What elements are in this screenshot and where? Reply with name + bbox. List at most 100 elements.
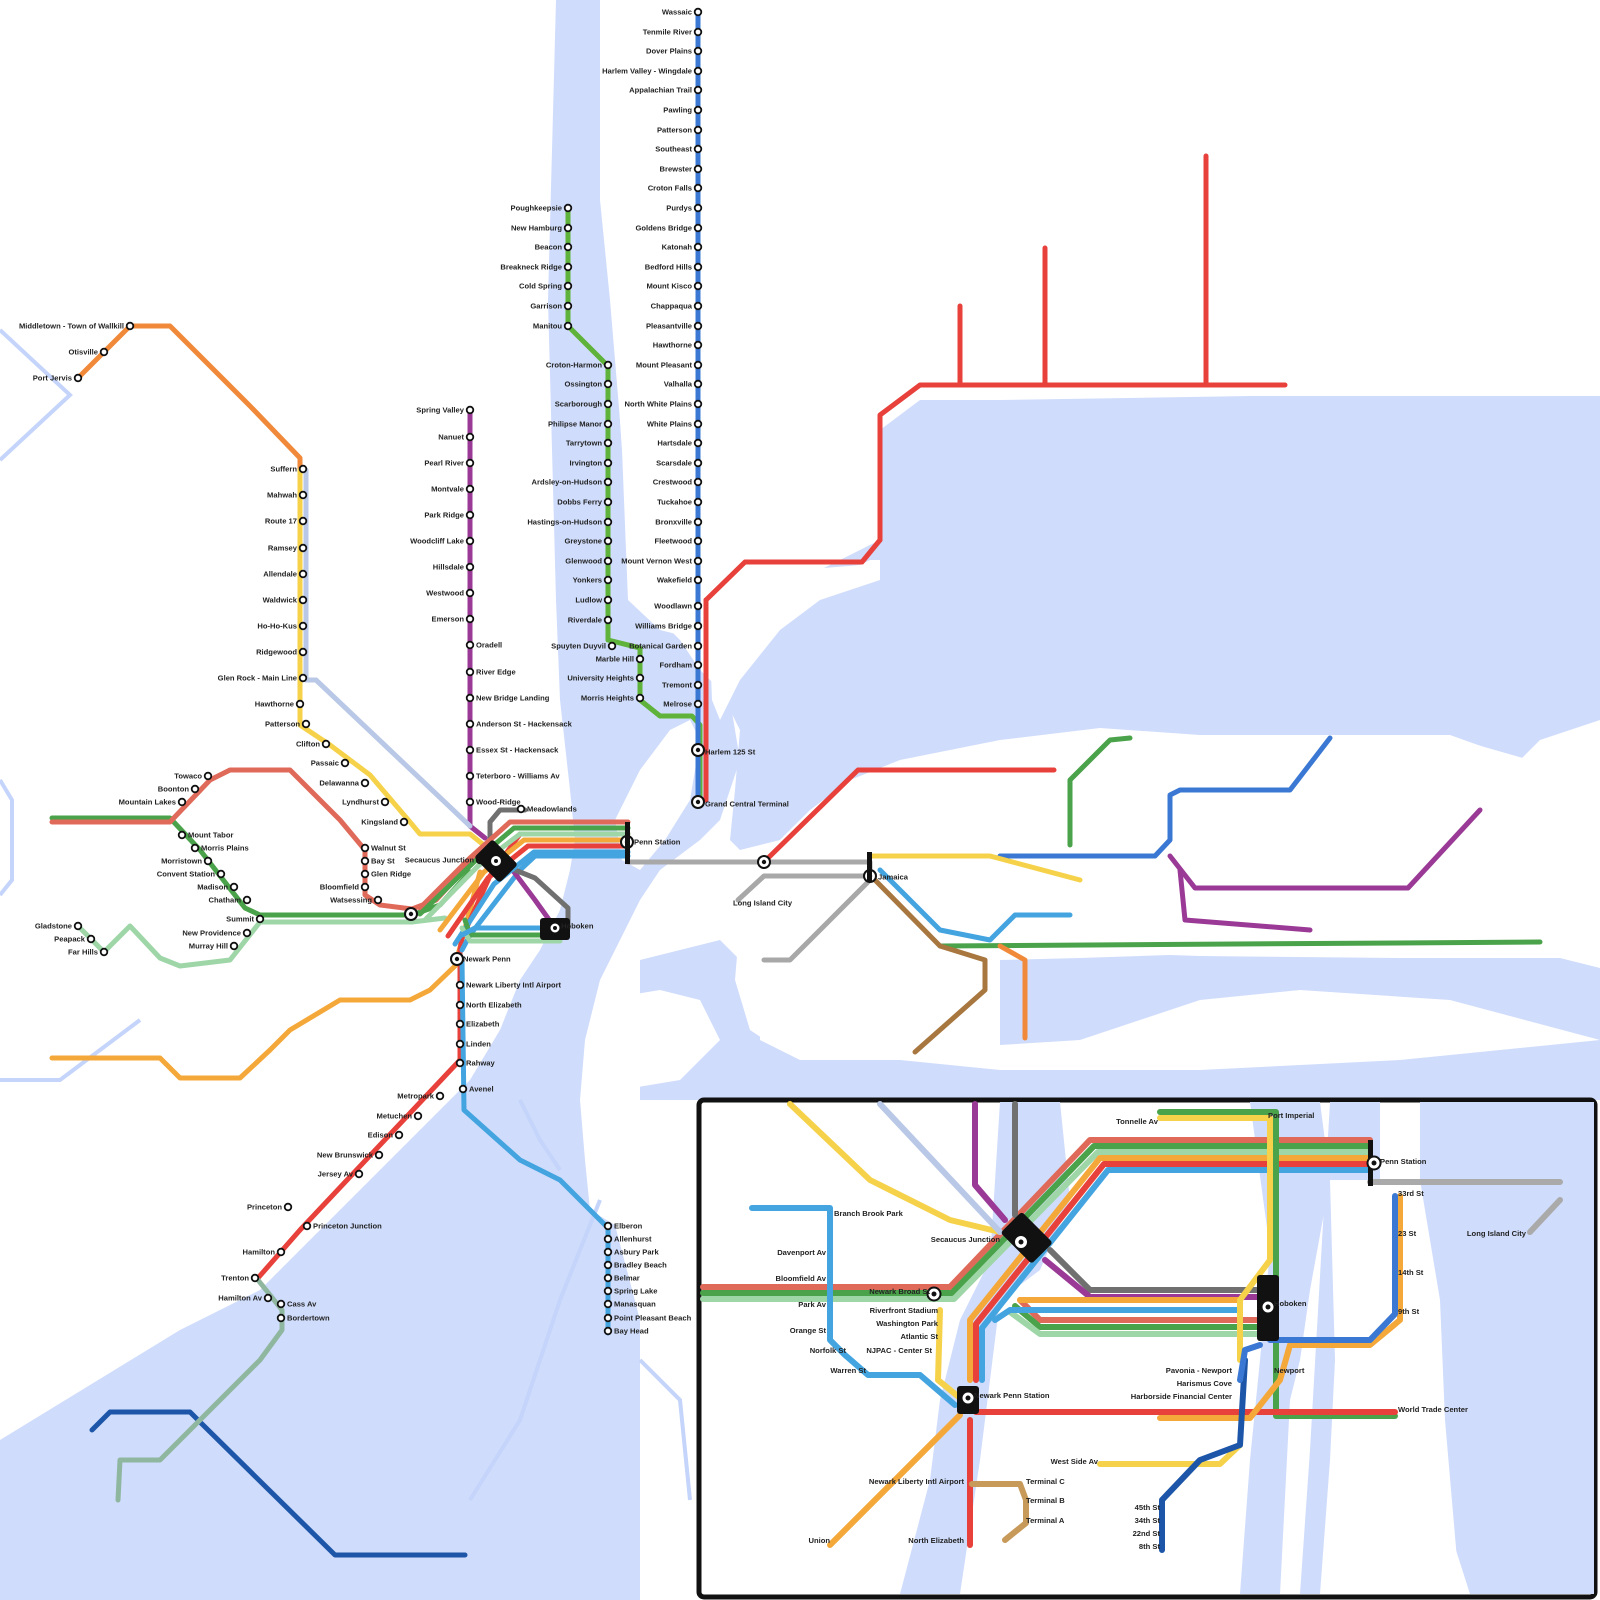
- station-marker[interactable]: [693, 575, 703, 585]
- station-marker[interactable]: [465, 562, 475, 572]
- station-marker[interactable]: [693, 144, 703, 154]
- station-marker[interactable]: [301, 719, 311, 729]
- station-marker[interactable]: [693, 360, 703, 370]
- station-marker[interactable]: [465, 458, 475, 468]
- hoboken-block[interactable]: [540, 918, 570, 940]
- station-marker[interactable]: [276, 1247, 286, 1257]
- station-marker[interactable]: [603, 1221, 613, 1231]
- station-marker[interactable]: [635, 693, 645, 703]
- station-marker[interactable]: [125, 321, 135, 331]
- station-marker[interactable]: [455, 980, 465, 990]
- station-marker[interactable]: [693, 458, 703, 468]
- station-marker[interactable]: [603, 399, 613, 409]
- station-marker[interactable]: [190, 843, 200, 853]
- station-marker[interactable]: [73, 921, 83, 931]
- station-marker[interactable]: [693, 641, 703, 651]
- station-marker[interactable]: [635, 673, 645, 683]
- station-marker[interactable]: [693, 7, 703, 17]
- station-marker[interactable]: [603, 595, 613, 605]
- station-marker[interactable]: [455, 1039, 465, 1049]
- station-marker[interactable]: [603, 360, 613, 370]
- station-marker[interactable]: [603, 419, 613, 429]
- station-marker[interactable]: [321, 739, 331, 749]
- station-marker[interactable]: [465, 484, 475, 494]
- inset-hubs[interactable]: [926, 1140, 1382, 1414]
- station-marker[interactable]: [298, 673, 308, 683]
- station-marker[interactable]: [693, 699, 703, 709]
- station-marker[interactable]: [563, 223, 573, 233]
- station-marker[interactable]: [693, 379, 703, 389]
- station-marker[interactable]: [563, 281, 573, 291]
- station-marker[interactable]: [465, 719, 475, 729]
- station-marker[interactable]: [177, 830, 187, 840]
- station-marker[interactable]: [693, 125, 703, 135]
- hub-newark-penn[interactable]: [450, 952, 464, 966]
- station-marker[interactable]: [374, 1150, 384, 1160]
- station-marker[interactable]: [298, 647, 308, 657]
- hub-woodside[interactable]: [757, 855, 771, 869]
- station-marker[interactable]: [603, 1260, 613, 1270]
- station-marker[interactable]: [516, 804, 526, 814]
- station-marker[interactable]: [563, 242, 573, 252]
- station-marker[interactable]: [693, 556, 703, 566]
- station-marker[interactable]: [693, 477, 703, 487]
- station-marker[interactable]: [693, 438, 703, 448]
- station-marker[interactable]: [603, 1313, 613, 1323]
- station-marker[interactable]: [263, 1293, 273, 1303]
- station-marker[interactable]: [603, 615, 613, 625]
- station-marker[interactable]: [465, 588, 475, 598]
- station-marker[interactable]: [693, 223, 703, 233]
- station-marker[interactable]: [465, 405, 475, 415]
- station-marker[interactable]: [603, 1234, 613, 1244]
- station-marker[interactable]: [635, 654, 645, 664]
- station-marker[interactable]: [283, 1202, 293, 1212]
- station-marker[interactable]: [276, 1299, 286, 1309]
- station-marker[interactable]: [693, 164, 703, 174]
- station-marker[interactable]: [360, 778, 370, 788]
- station-marker[interactable]: [177, 797, 187, 807]
- station-marker[interactable]: [298, 490, 308, 500]
- station-marker[interactable]: [693, 46, 703, 56]
- station-marker[interactable]: [465, 510, 475, 520]
- station-marker[interactable]: [455, 1019, 465, 1029]
- station-marker[interactable]: [693, 660, 703, 670]
- station-marker[interactable]: [603, 458, 613, 468]
- station-marker[interactable]: [693, 517, 703, 527]
- station-marker[interactable]: [295, 699, 305, 709]
- station-marker[interactable]: [465, 797, 475, 807]
- station-marker[interactable]: [86, 934, 96, 944]
- station-marker[interactable]: [563, 262, 573, 272]
- station-marker[interactable]: [465, 640, 475, 650]
- station-marker[interactable]: [250, 1273, 260, 1283]
- station-marker[interactable]: [465, 614, 475, 624]
- station-marker[interactable]: [693, 66, 703, 76]
- station-marker[interactable]: [255, 914, 265, 924]
- station-marker[interactable]: [563, 321, 573, 331]
- station-marker[interactable]: [298, 569, 308, 579]
- station-marker[interactable]: [693, 340, 703, 350]
- station-marker[interactable]: [380, 797, 390, 807]
- station-marker[interactable]: [373, 895, 383, 905]
- station-marker[interactable]: [563, 301, 573, 311]
- station-marker[interactable]: [394, 1130, 404, 1140]
- station-marker[interactable]: [603, 536, 613, 546]
- station-marker[interactable]: [298, 543, 308, 553]
- station-marker[interactable]: [563, 203, 573, 213]
- station-marker[interactable]: [190, 784, 200, 794]
- station-marker[interactable]: [693, 85, 703, 95]
- station-marker[interactable]: [603, 1273, 613, 1283]
- station-marker[interactable]: [203, 771, 213, 781]
- station-marker[interactable]: [603, 517, 613, 527]
- hub-harlem-125-st[interactable]: [691, 743, 705, 757]
- station-marker[interactable]: [693, 183, 703, 193]
- station-marker[interactable]: [298, 516, 308, 526]
- station-marker[interactable]: [607, 641, 617, 651]
- station-marker[interactable]: [360, 843, 370, 853]
- station-marker[interactable]: [458, 1084, 468, 1094]
- station-marker[interactable]: [693, 105, 703, 115]
- station-marker[interactable]: [340, 758, 350, 768]
- station-marker[interactable]: [73, 373, 83, 383]
- station-marker[interactable]: [360, 882, 370, 892]
- station-marker[interactable]: [693, 497, 703, 507]
- station-marker[interactable]: [693, 203, 703, 213]
